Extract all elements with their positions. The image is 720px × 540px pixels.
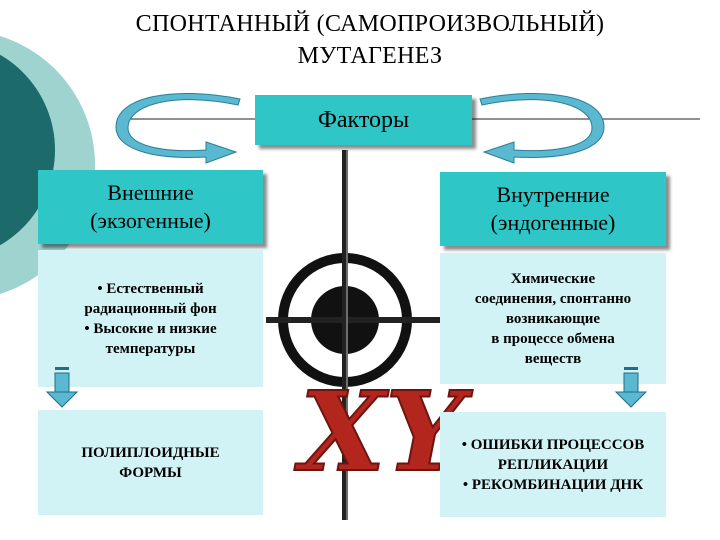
right-down-arrow-icon [614,367,648,408]
external-result-line-1: ПОЛИПЛОИДНЫЕ [81,444,220,461]
internal-heading-line-2: (эндогенные) [490,210,616,235]
internal-result-box: • ОШИБКИ ПРОЦЕССОВ РЕПЛИКАЦИИ • РЕКОМБИН… [440,412,666,517]
left-curved-arrow [115,92,241,164]
external-result-box: ПОЛИПЛОИДНЫЕ ФОРМЫ [38,410,263,515]
external-item-line-1: • Естественный [97,280,204,297]
internal-heading-line-1: Внутренние [496,182,610,207]
external-item-line-4: температуры [105,340,196,357]
external-heading-line-2: (экзогенные) [90,208,211,233]
internal-item-line-3: возникающие [505,310,601,327]
left-down-arrow-icon [45,367,79,408]
external-result-line-2: ФОРМЫ [119,464,182,481]
internal-factors-box: Химические соединения, спонтанно возника… [440,253,666,384]
internal-result-line-3: • РЕКОМБИНАЦИИ ДНК [462,476,644,493]
external-item-line-2: радиационный фон [84,300,217,317]
internal-heading-box: Внутренние (эндогенные) [440,172,666,246]
external-heading-box: Внешние (экзогенные) [38,170,263,244]
internal-item-line-5: веществ [524,350,582,367]
external-item-line-3: • Высокие и низкие [84,320,217,337]
right-curved-arrow [479,92,605,164]
internal-item-line-4: в процессе обмена [491,330,615,347]
title-line-1: СПОНТАННЫЙ (САМОПРОИЗВОЛЬНЫЙ) [135,11,605,37]
internal-item-line-1: Химические [510,270,596,287]
factors-box: Факторы [255,95,472,145]
external-factors-box: • Естественный радиационный фон • Высоки… [38,250,263,387]
external-heading-line-1: Внешние [107,180,194,205]
internal-result-line-1: • ОШИБКИ ПРОЦЕССОВ [461,436,645,453]
factors-label: Факторы [317,106,410,133]
title-line-2: МУТАГЕНЕЗ [297,43,443,69]
page-title: СПОНТАННЫЙ (САМОПРОИЗВОЛЬНЫЙ) МУТАГЕНЕЗ [40,8,700,72]
internal-result-line-2: РЕПЛИКАЦИИ [497,456,609,473]
internal-item-line-2: соединения, спонтанно [474,290,632,307]
